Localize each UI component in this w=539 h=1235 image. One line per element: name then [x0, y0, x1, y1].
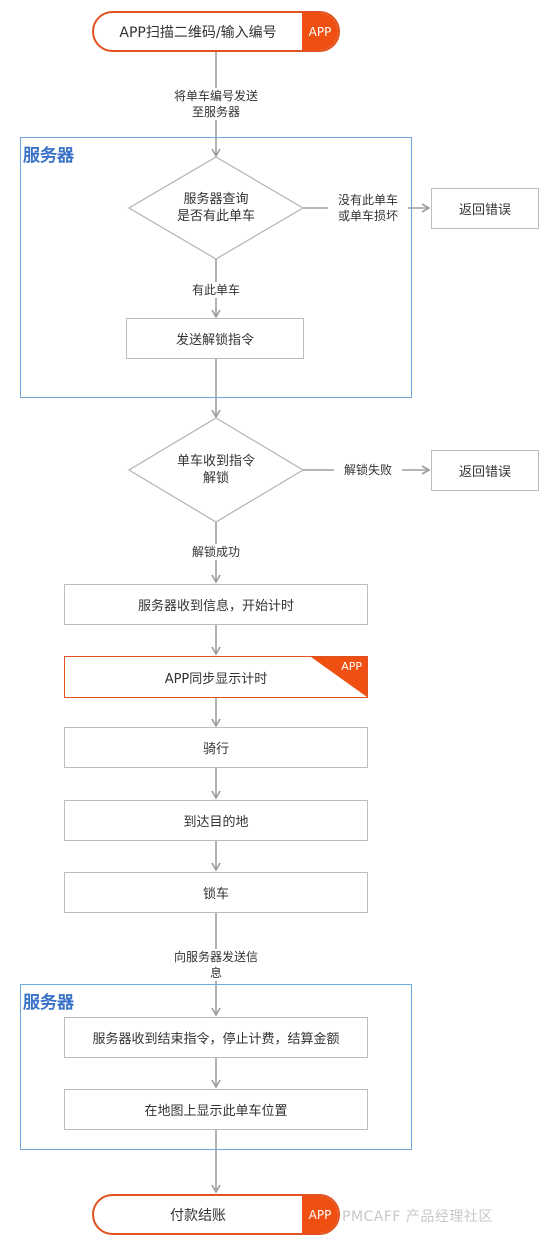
decision-bike-unlock-line1: 单车收到指令 [176, 454, 255, 469]
edge-label-no-bike: 没有此单车 或单车损坏 [328, 192, 408, 224]
start-node-text: APP扫描二维码/输入编号 [119, 24, 277, 41]
app-corner-badge-text: APP [341, 660, 362, 673]
decision-server-query-line2: 是否有此单车 [176, 209, 255, 224]
server-region-1: 服务器 [20, 137, 412, 398]
pay-node-text: 付款结账 [170, 1207, 226, 1224]
lock-box: 锁车 [64, 872, 368, 913]
start-app-badge: APP [302, 13, 338, 50]
pay-node: 付款结账 APP [92, 1194, 340, 1235]
server-region-2-title: 服务器 [23, 993, 74, 1013]
show-location-box: 在地图上显示此单车位置 [64, 1089, 368, 1130]
server-region-2: 服务器 [20, 984, 412, 1150]
arrive-box: 到达目的地 [64, 800, 368, 841]
stop-billing-box: 服务器收到结束指令，停止计费，结算金额 [64, 1017, 368, 1058]
server-region-1-title: 服务器 [23, 146, 74, 166]
decision-server-query-line1: 服务器查询 [183, 192, 249, 207]
decision-diamond-bike-unlock [127, 417, 305, 523]
edge-label-send-info-line2: 息 [209, 966, 222, 980]
error-box-1: 返回错误 [431, 188, 539, 229]
app-corner-badge [311, 657, 367, 697]
pay-app-badge: APP [302, 1196, 338, 1233]
decision-diamond-server-query [127, 156, 305, 260]
decision-server-query-text: 服务器查询 是否有此单车 [166, 191, 266, 225]
edge-label-send-info: 向服务器发送信 息 [163, 949, 269, 981]
decision-bike-unlock-line2: 解锁 [202, 471, 229, 486]
edge-label-has-bike: 有此单车 [180, 282, 252, 298]
edge-label-send-number: 将单车编号发送 至服务器 [166, 88, 266, 120]
edge-label-unlock-fail: 解锁失败 [334, 462, 402, 478]
app-sync-box: APP同步显示计时 APP [64, 656, 368, 698]
edge-label-send-number-line1: 将单车编号发送 [173, 89, 258, 103]
edge-label-send-number-line2: 至服务器 [191, 105, 240, 119]
start-timing-box: 服务器收到信息，开始计时 [64, 584, 368, 625]
error-box-2: 返回错误 [431, 450, 539, 491]
edge-label-send-info-line1: 向服务器发送信 [173, 950, 258, 964]
edge-label-no-bike-line2: 或单车损坏 [337, 209, 398, 223]
send-unlock-box: 发送解锁指令 [126, 318, 304, 359]
edge-label-unlock-ok: 解锁成功 [180, 544, 252, 560]
app-sync-text: APP同步显示计时 [164, 671, 268, 687]
watermark: PMCAFF 产品经理社区 [342, 1209, 493, 1225]
decision-bike-unlock-text: 单车收到指令 解锁 [166, 453, 266, 487]
start-node: APP扫描二维码/输入编号 APP [92, 11, 340, 52]
ride-box: 骑行 [64, 727, 368, 768]
edge-label-no-bike-line1: 没有此单车 [337, 193, 398, 207]
